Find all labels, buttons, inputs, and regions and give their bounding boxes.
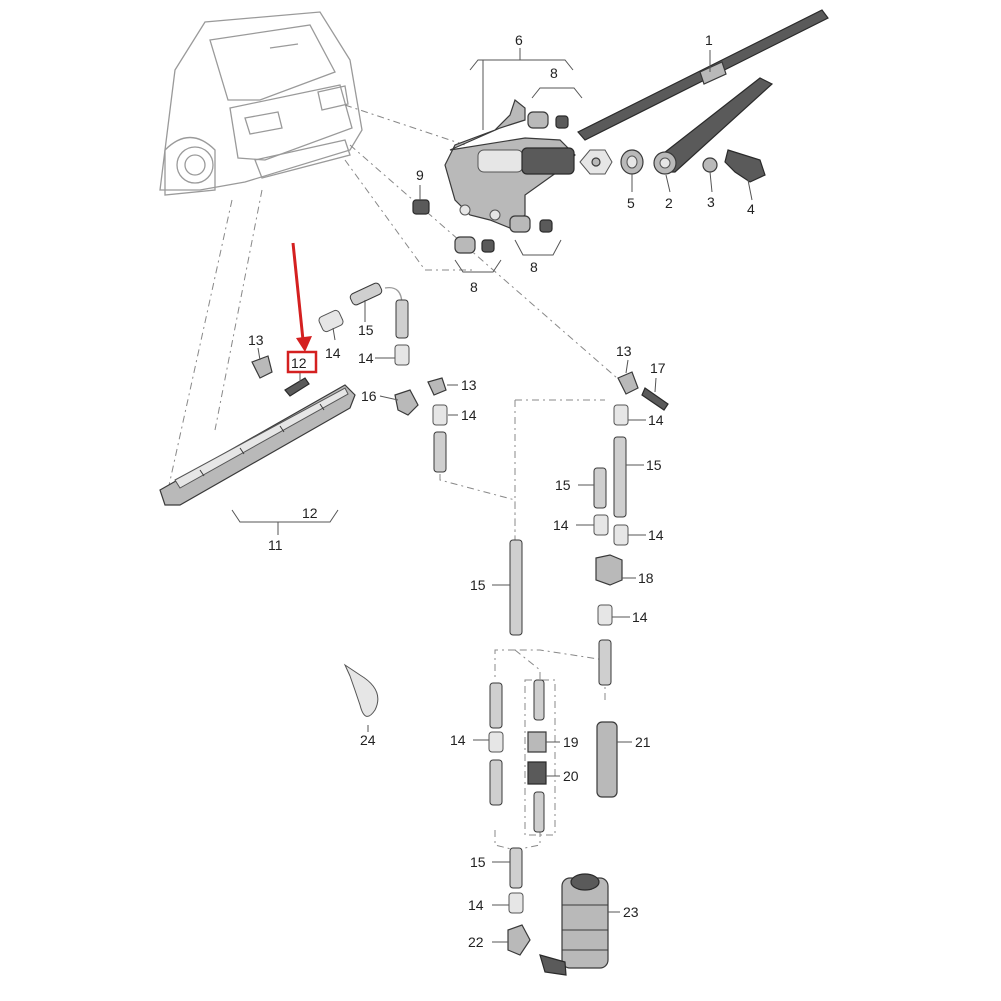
callout-14-lower-right: 14 [632,609,648,625]
callout-15-bottom: 15 [470,854,486,870]
callout-16: 16 [361,388,377,404]
callout-12-jet: 12 [291,355,307,371]
callout-15-center: 15 [470,577,486,593]
wiper-arm [653,77,774,175]
callout-1: 1 [705,32,713,48]
callout-24: 24 [360,732,376,748]
callout-21: 21 [635,734,651,750]
hex-nut [412,199,430,215]
callout-14-right-top: 14 [648,412,664,428]
callout-5: 5 [627,195,635,211]
callout-12-spoiler: 12 [302,505,318,521]
callout-18: 18 [638,570,654,586]
arm-cover [724,149,766,183]
leader-lines [231,48,753,943]
callout-3: 3 [707,194,715,210]
callout-8-middle: 8 [530,259,538,275]
callout-14-mid-right: 14 [648,527,664,543]
callout-23: 23 [623,904,639,920]
callout-14-left-mid: 14 [358,350,374,366]
callout-13-left: 13 [248,332,264,348]
callout-14-left-top: 14 [325,345,341,361]
callout-14-mid-left: 14 [553,517,569,533]
callout-20: 20 [563,768,579,784]
long-hose-center [509,539,523,636]
cable-tie [343,663,379,717]
washer-pump [539,873,609,976]
callout-22: 22 [468,934,484,950]
callout-8-top: 8 [550,65,558,81]
wiper-motor [444,98,576,229]
rear-spoiler-trim [159,384,356,506]
callout-13-right: 13 [616,343,632,359]
callout-15-right: 15 [646,457,662,473]
nut-cap [702,157,718,173]
washer-jet-left [251,355,310,397]
callout-14-lower-left: 14 [450,732,466,748]
callout-19: 19 [563,734,579,750]
seal-ring [579,149,644,175]
callout-4: 4 [747,201,755,217]
highlight-marker [286,242,318,374]
callout-labels: 1 2 3 4 5 6 8 8 8 9 11 12 12 13 13 13 14… [248,32,755,950]
callout-15-mid-left: 15 [555,477,571,493]
hose-cluster-left [318,282,448,473]
callout-13-center: 13 [461,377,477,393]
callout-14-bottom: 14 [468,897,484,913]
callout-14-center: 14 [461,407,477,423]
callout-6: 6 [515,32,523,48]
callout-8-bottom: 8 [470,279,478,295]
wiper-blade [577,9,829,141]
hose-cluster-lower [488,679,618,956]
callout-2: 2 [665,195,673,211]
vehicle-rear-illustration [159,11,363,196]
callout-17: 17 [650,360,666,376]
callout-9: 9 [416,167,424,183]
callout-15-top: 15 [358,322,374,338]
hose-cluster-right [593,371,669,686]
callout-11: 11 [268,537,283,553]
rubber-bushings [454,111,569,254]
